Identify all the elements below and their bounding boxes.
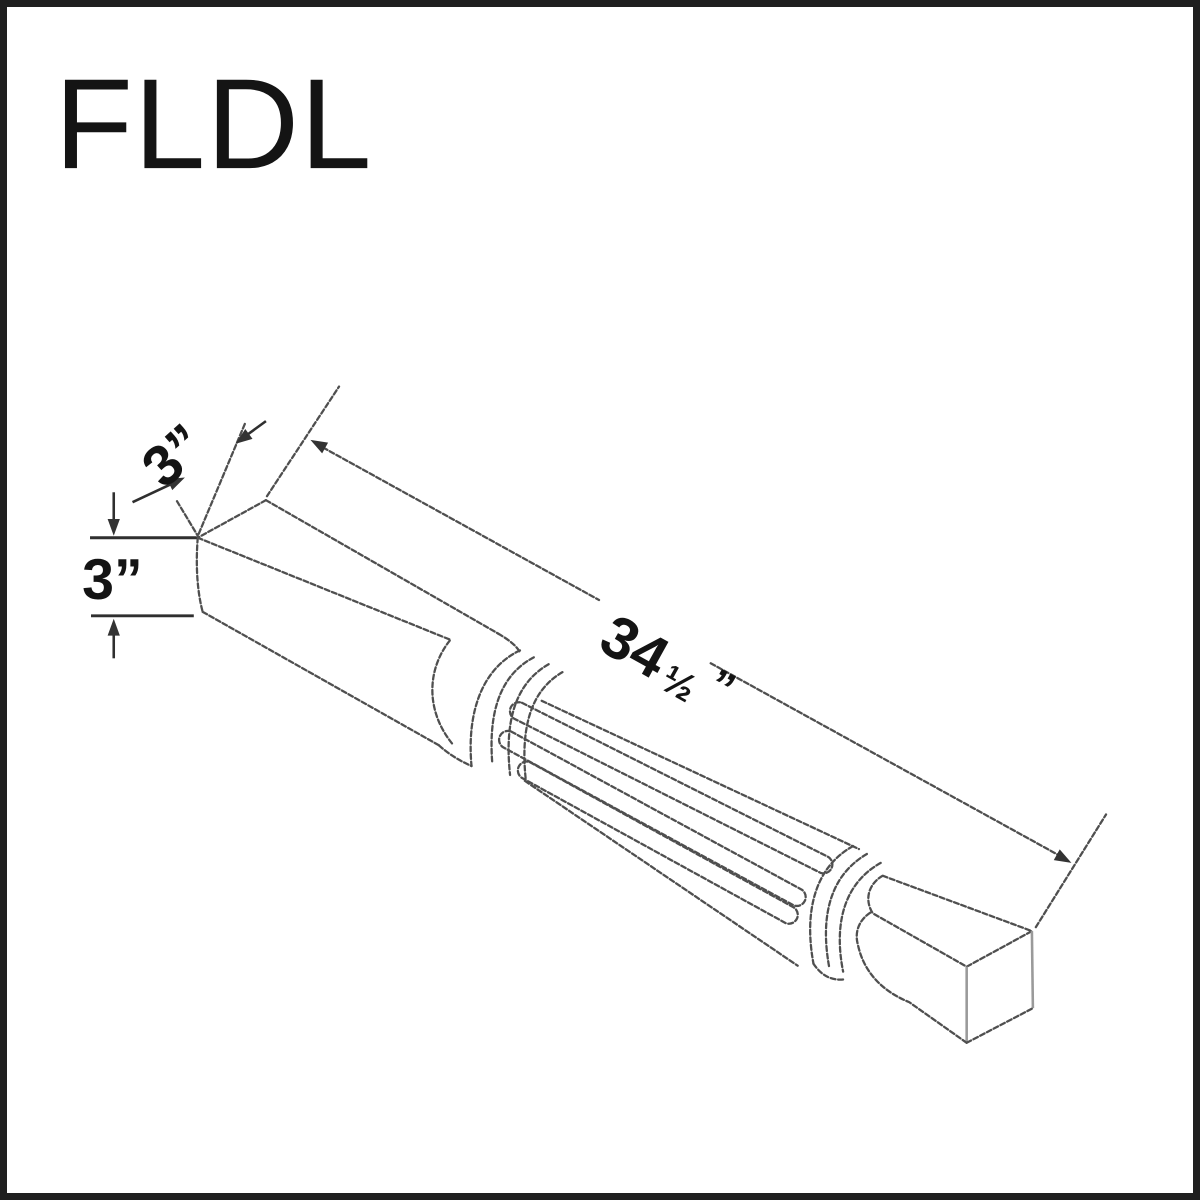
ring-arc — [838, 861, 882, 973]
ring-arc — [507, 663, 550, 777]
extension-line — [265, 385, 341, 498]
foot-top-face — [867, 874, 1034, 968]
foot-front-face-outline — [855, 911, 968, 1044]
side-height-label: 3” — [82, 548, 143, 612]
dimension-top-width: 3” — [130, 385, 341, 537]
flute-groove — [516, 760, 799, 925]
ring-arc — [809, 844, 855, 965]
block-bottom-silhouette — [201, 610, 441, 747]
leg-diagram: FLDL — [54, 53, 1108, 1044]
upper-collar-rings — [469, 649, 564, 783]
ring-arc — [469, 649, 522, 768]
block-front-ridge — [196, 536, 451, 641]
ring-bottom-connector — [812, 962, 845, 981]
arrow-downleft-icon — [235, 429, 253, 444]
top-width-label: 3” — [130, 412, 218, 500]
arrow-upleft-icon — [310, 439, 329, 454]
dim-tick — [175, 500, 199, 537]
length-dim-line-upper — [315, 442, 601, 602]
leg-top-block — [195, 499, 522, 768]
extension-line-foot — [1034, 813, 1108, 929]
block-end-chamfer — [431, 639, 454, 746]
flute-groove — [508, 701, 834, 875]
foot-right-vertical-edge — [1030, 931, 1035, 1009]
foot-bottom-right-edge — [965, 1007, 1035, 1044]
block-end-left-edge — [195, 536, 204, 613]
length-dim-line-lower — [709, 662, 1067, 861]
ring-arc — [490, 656, 535, 765]
shaft-bottom-silhouette — [523, 779, 799, 967]
dimension-side-height: 3” — [82, 492, 197, 659]
fluted-shaft — [497, 699, 861, 967]
ring-arc — [523, 671, 564, 783]
shaft-top-silhouette — [540, 699, 861, 851]
arrow-upright-icon — [167, 477, 185, 491]
flute-groove — [497, 729, 807, 908]
lower-collar-rings — [809, 844, 882, 981]
length-label: 34 ½ ” — [590, 601, 744, 727]
length-unit: ” — [699, 659, 744, 715]
block-top-silhouette — [264, 499, 500, 635]
block-end-top-edge — [196, 499, 268, 539]
arrow-down-icon — [107, 518, 120, 536]
arrow-up-icon — [107, 618, 120, 636]
product-code-title: FLDL — [54, 53, 372, 196]
block-to-ring-top — [497, 632, 522, 654]
foot-block — [855, 874, 1035, 1044]
ring-arc — [824, 852, 868, 969]
dimension-overall-length: 34 ½ ” — [310, 439, 1108, 929]
block-to-ring-bottom — [437, 744, 473, 768]
arrow-downright-icon — [1053, 849, 1072, 863]
